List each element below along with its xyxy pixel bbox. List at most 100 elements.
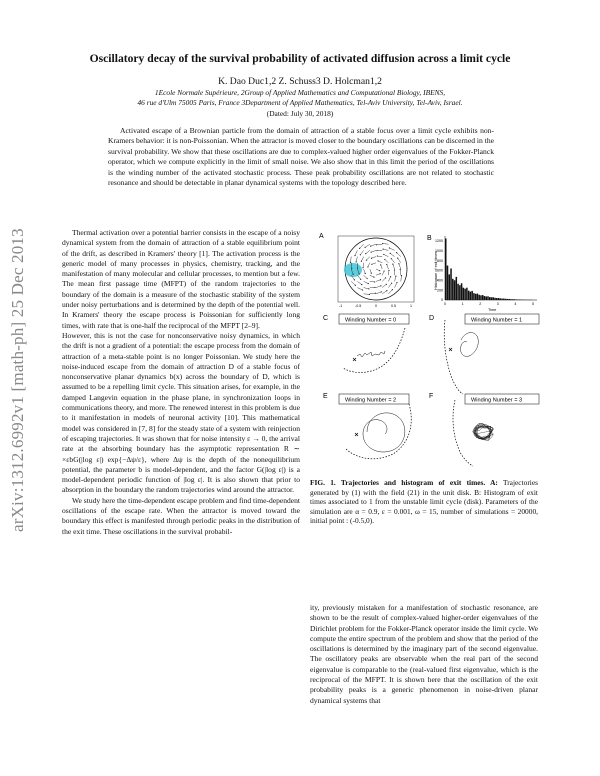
vector-arrow xyxy=(398,263,402,270)
vector-arrow-head xyxy=(379,270,381,272)
vector-arrow-head xyxy=(382,242,384,245)
histogram-bar xyxy=(483,296,486,300)
vector-arrow-head xyxy=(391,282,393,284)
vector-arrow-head xyxy=(385,283,387,285)
limit-cycle-arc xyxy=(342,327,406,373)
vector-arrow xyxy=(351,275,355,281)
vector-arrow-head xyxy=(393,269,396,271)
vector-arrow xyxy=(369,274,375,278)
vector-arrow-head xyxy=(368,288,370,290)
vector-arrow xyxy=(399,269,402,276)
vector-arrow xyxy=(363,268,366,274)
histogram-bar xyxy=(446,265,449,300)
vector-arrow-head xyxy=(383,270,385,272)
vector-arrow-head xyxy=(379,273,381,275)
vector-arrow xyxy=(371,250,377,253)
vector-arrow xyxy=(361,256,364,262)
caption-lead: FIG. 1. Trajectories and histogram of ex… xyxy=(310,478,498,487)
vector-arrow xyxy=(350,256,352,263)
figure-caption: FIG. 1. Trajectories and histogram of ex… xyxy=(310,478,538,526)
vector-arrow-head xyxy=(395,275,397,277)
vector-arrow-head xyxy=(390,258,392,260)
vector-arrow xyxy=(383,254,389,257)
panel-a-tick: -0.5 xyxy=(355,304,361,308)
histogram-bar xyxy=(459,285,461,300)
histogram-bar xyxy=(455,276,458,300)
vector-arrow-head xyxy=(371,263,373,265)
vector-arrow-head xyxy=(370,257,373,259)
vector-arrow xyxy=(382,243,389,245)
winding-label-box xyxy=(338,393,410,405)
vector-arrow-head xyxy=(382,248,384,250)
affiliation-line-1: 1Ecole Normale Supérieure, 2Group of App… xyxy=(154,88,446,97)
vector-arrow xyxy=(362,262,364,268)
vector-arrow xyxy=(391,258,395,263)
vector-arrow xyxy=(363,293,370,295)
vector-arrow-head xyxy=(360,260,363,262)
vector-arrow-head xyxy=(359,254,361,256)
vector-arrow-head xyxy=(399,268,401,271)
panel-a-frame xyxy=(337,235,415,303)
vector-arrow xyxy=(400,275,402,282)
vector-arrow-head xyxy=(380,264,382,266)
vector-arrow xyxy=(381,270,385,276)
vector-arrow xyxy=(388,289,393,294)
winding-label-2: Winding Number = 2 xyxy=(345,398,396,404)
vector-arrow-head xyxy=(359,247,361,250)
vector-arrow-head xyxy=(379,279,382,281)
vector-arrow xyxy=(364,244,370,248)
histogram-bar xyxy=(450,268,452,300)
vector-arrow-head xyxy=(386,263,388,266)
histogram-x-tick: 4 xyxy=(514,302,516,306)
vector-arrow xyxy=(382,284,387,288)
paragraph-time-dependent: We study here the time-dependent escape … xyxy=(62,495,300,536)
panel-f-trajectory: Winding Number = 3 xyxy=(452,393,540,467)
vector-arrow-head xyxy=(352,273,354,275)
start-marker xyxy=(354,432,359,437)
histogram-bar xyxy=(496,298,498,300)
vector-arrow xyxy=(369,281,375,283)
vector-arrow xyxy=(377,260,383,264)
panel-a-vector-field: -1 -0.5 0 0.5 1 xyxy=(337,235,415,308)
vector-arrow-head xyxy=(375,244,378,246)
histogram-bar xyxy=(511,299,514,300)
vector-arrow-head xyxy=(396,281,398,284)
vector-arrow-head xyxy=(365,253,367,255)
histogram-bar xyxy=(481,295,484,300)
vector-arrow-head xyxy=(368,293,370,296)
histogram-bar xyxy=(448,274,451,300)
paragraph-intro: Thermal activation over a potential barr… xyxy=(62,228,300,330)
vector-arrow-head xyxy=(398,263,400,265)
vector-arrow xyxy=(384,259,389,263)
vector-arrow xyxy=(357,287,363,291)
figure-1-graphic: A B C D E F -1 -0.5 0 0.5 1 020040060080… xyxy=(319,233,540,467)
vector-arrow xyxy=(388,283,392,288)
panel-label-c: C xyxy=(323,315,328,322)
vector-arrow-head xyxy=(389,252,391,254)
histogram-bar xyxy=(497,298,500,300)
histogram-y-tick: 800 xyxy=(437,259,443,263)
vector-arrow xyxy=(394,276,397,282)
vector-arrow xyxy=(363,275,368,279)
vector-arrow xyxy=(375,268,380,271)
vector-arrow-head xyxy=(353,279,355,281)
histogram-bar xyxy=(457,283,459,300)
vector-arrow xyxy=(386,264,389,270)
vector-arrow xyxy=(354,250,358,256)
panel-d-trajectory: Winding Number = 1 xyxy=(443,313,540,395)
panel-a-tick: -1 xyxy=(339,304,342,308)
vector-arrow xyxy=(382,277,386,282)
histogram-bar xyxy=(445,238,447,300)
vector-arrow-head xyxy=(354,284,357,286)
histogram-bar xyxy=(460,283,463,300)
panel-a-tick: 0 xyxy=(375,304,377,308)
histogram-x-tick: 2 xyxy=(479,302,481,306)
vector-arrow xyxy=(376,243,383,246)
histogram-bar xyxy=(464,288,466,300)
trajectory-tangle xyxy=(472,423,494,441)
vector-arrow xyxy=(390,253,395,257)
histogram-bar xyxy=(489,297,491,300)
histogram-bar xyxy=(506,298,509,300)
